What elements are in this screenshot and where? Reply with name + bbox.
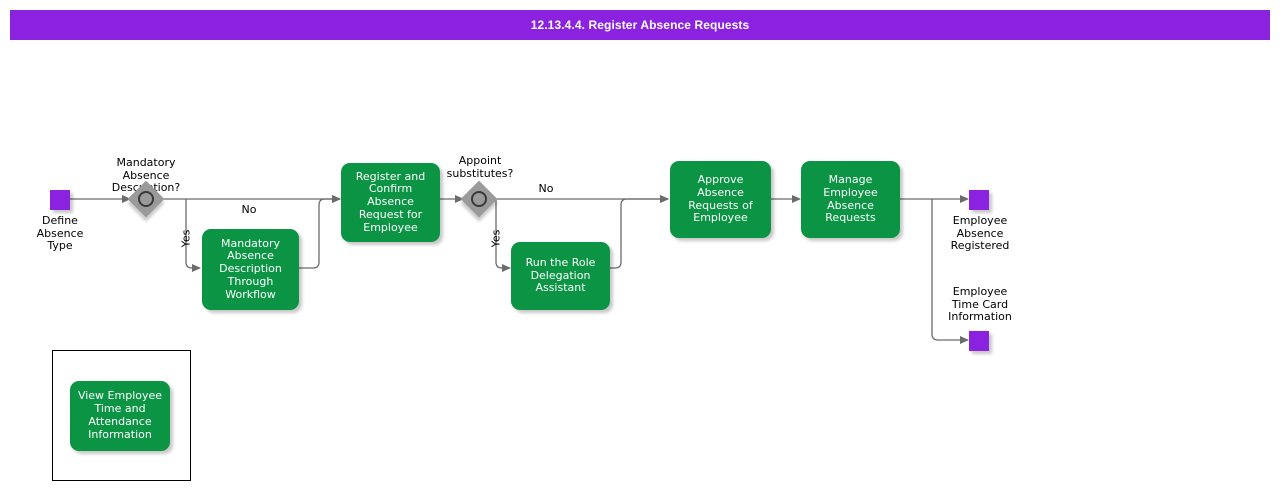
- gateway-appoint-substitutes[interactable]: [460, 180, 498, 218]
- end-event-employee-time-card-information[interactable]: [969, 331, 989, 351]
- flow-workflow-to-register: [299, 195, 341, 269]
- flow-label-substitutes-no: No: [538, 182, 554, 195]
- flow-label-mandatory-no: No: [241, 203, 257, 216]
- start-event-define-absence-type[interactable]: [50, 190, 70, 210]
- task-view-employee-time-and-attendance-information[interactable]: View Employee Time and Attendance Inform…: [70, 381, 170, 451]
- gateway-appoint-substitutes-label: Appoint substitutes?: [446, 154, 514, 180]
- task-approve-absence-requests-of-employee[interactable]: Approve Absence Requests of Employee: [670, 161, 771, 238]
- task-run-the-role-delegation-assistant[interactable]: Run the Role Delegation Assistant: [511, 242, 610, 310]
- task-register-and-confirm-absence-request-for-employee[interactable]: Register and Confirm Absence Request for…: [341, 163, 440, 242]
- flow-label-substitutes-yes: Yes: [489, 229, 503, 248]
- page-title: 12.13.4.4. Register Absence Requests: [530, 18, 750, 32]
- task-manage-employee-absence-requests[interactable]: Manage Employee Absence Requests: [801, 161, 900, 238]
- start-event-define-absence-type-label: Define Absence Type: [36, 214, 84, 253]
- inclusive-gateway-circle-icon: [138, 191, 154, 207]
- end-event-employee-absence-registered[interactable]: [969, 190, 989, 210]
- inclusive-gateway-circle-icon: [471, 191, 487, 207]
- flow-delegation-to-approve: [610, 195, 669, 269]
- gateway-mandatory-absence-description[interactable]: [127, 180, 165, 218]
- gateway-mandatory-absence-description-label: Mandatory Absence Description?: [112, 156, 181, 194]
- end-event-employee-absence-registered-label: Employee Absence Registered: [950, 214, 1010, 253]
- page-header-bar: 12.13.4.4. Register Absence Requests: [10, 10, 1270, 40]
- task-mandatory-absence-description-through-workflow[interactable]: Mandatory Absence Description Through Wo…: [202, 229, 299, 310]
- flow-label-mandatory-yes: Yes: [179, 229, 193, 248]
- end-event-employee-time-card-information-label: Employee Time Card Information: [948, 285, 1012, 324]
